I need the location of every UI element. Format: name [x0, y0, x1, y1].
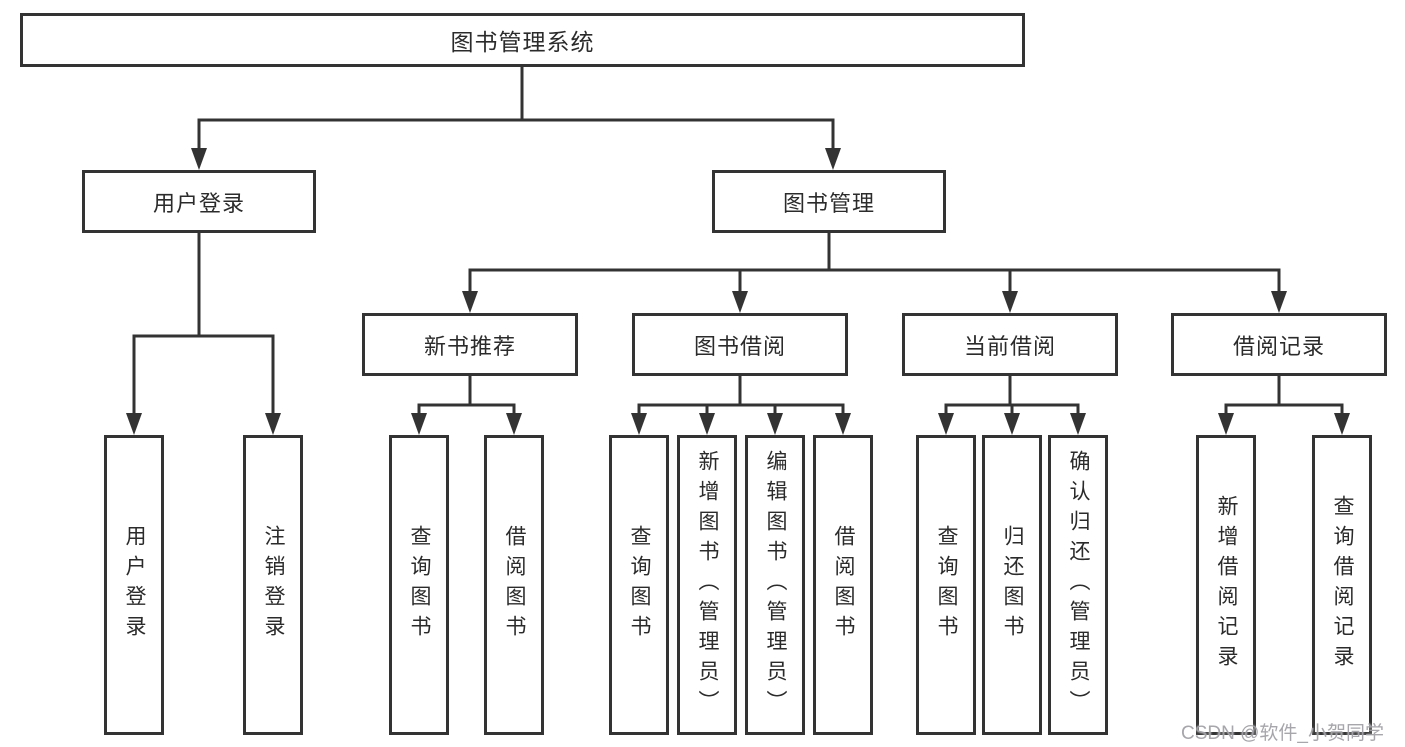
node-label: 借阅图书: [832, 525, 855, 645]
node-label: 图书借阅: [693, 333, 786, 359]
leaf-add-borrow-record: 新增借阅记录: [1196, 435, 1256, 735]
leaf-query-books-3: 查询图书: [916, 435, 976, 735]
leaf-query-borrow-record: 查询借阅记录: [1312, 435, 1372, 735]
node-book-borrowing: 图书借阅: [632, 313, 848, 376]
connector-book-mgmt-to-level3: [462, 233, 1287, 313]
connector-user-login-to-leaves: [126, 233, 281, 435]
leaf-query-books-1: 查询图书: [389, 435, 449, 735]
node-label: 图书管理系统: [450, 29, 595, 55]
connector-root-to-level2: [191, 67, 841, 170]
node-new-book-recommendation: 新书推荐: [362, 313, 578, 376]
node-borrowing-records: 借阅记录: [1171, 313, 1387, 376]
node-label: 查询图书: [628, 525, 651, 645]
connector-new-book-to-leaves: [411, 376, 522, 435]
node-label: 注销登录: [262, 525, 285, 645]
node-label: 用户登录: [152, 190, 245, 216]
node-label: 归还图书: [1001, 525, 1024, 645]
leaf-user-login: 用户登录: [104, 435, 164, 735]
leaf-edit-books-admin: 编辑图书（管理员）: [745, 435, 805, 735]
leaf-return-books: 归还图书: [982, 435, 1042, 735]
leaf-borrow-books-1: 借阅图书: [484, 435, 544, 735]
leaf-borrow-books-2: 借阅图书: [813, 435, 873, 735]
csdn-watermark: CSDN @软件_小贺同学: [1181, 723, 1384, 744]
node-library-management-system: 图书管理系统: [20, 13, 1025, 67]
node-label: 新增借阅记录: [1215, 495, 1238, 675]
node-label: 查询图书: [408, 525, 431, 645]
node-label: 编辑图书（管理员）: [764, 450, 787, 720]
node-current-borrowing: 当前借阅: [902, 313, 1118, 376]
leaf-logout: 注销登录: [243, 435, 303, 735]
leaf-confirm-return-admin: 确认归还（管理员）: [1048, 435, 1108, 735]
connector-borrow-records-to-leaves: [1218, 376, 1350, 435]
node-book-management: 图书管理: [712, 170, 946, 233]
connector-current-borrow-to-leaves: [938, 376, 1086, 435]
connector-book-borrow-to-leaves: [631, 376, 851, 435]
node-label: 查询借阅记录: [1331, 495, 1354, 675]
node-label: 新书推荐: [423, 333, 516, 359]
node-label: 查询图书: [935, 525, 958, 645]
node-label: 借阅记录: [1232, 333, 1325, 359]
node-label: 确认归还（管理员）: [1067, 450, 1090, 720]
node-label: 新增图书（管理员）: [696, 450, 719, 720]
node-label: 当前借阅: [963, 333, 1056, 359]
node-label: 用户登录: [123, 525, 146, 645]
node-user-login: 用户登录: [82, 170, 316, 233]
node-label: 图书管理: [782, 190, 875, 216]
leaf-add-books-admin: 新增图书（管理员）: [677, 435, 737, 735]
node-label: 借阅图书: [503, 525, 526, 645]
leaf-query-books-2: 查询图书: [609, 435, 669, 735]
